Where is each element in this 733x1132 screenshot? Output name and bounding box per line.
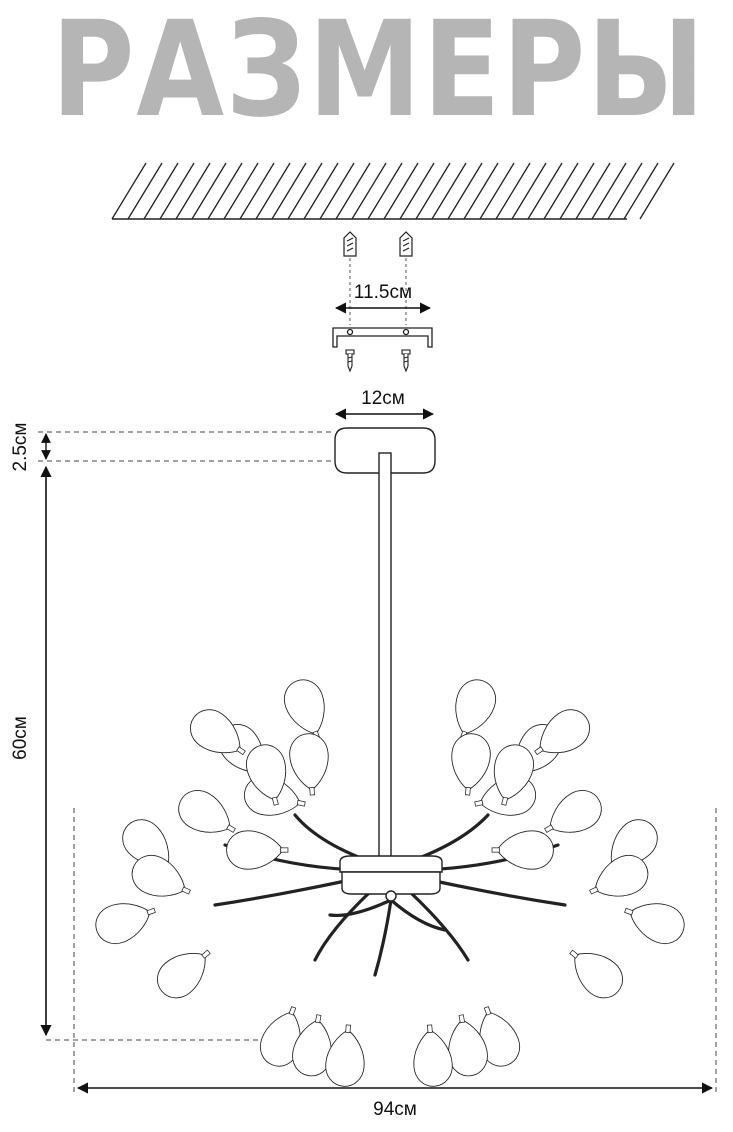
overall-width-label: 94см <box>373 1099 417 1120</box>
canopy <box>334 427 436 474</box>
canopy-diameter-label: 12см <box>361 388 405 409</box>
mounting-screws <box>345 349 411 373</box>
anchor-guides <box>349 258 407 325</box>
suspension-rod <box>378 452 392 874</box>
mounting-bracket <box>332 327 433 348</box>
page-title: РАЗМЕРЫ <box>51 0 707 147</box>
bracket-spacing-label: 11.5см <box>354 282 412 303</box>
central-hub <box>339 855 443 902</box>
ceiling-hatch <box>111 162 675 220</box>
chandelier-body <box>89 673 691 1089</box>
drop-height-label: 60см <box>10 716 31 760</box>
overall-width-dimension <box>73 808 717 1096</box>
wall-anchors <box>343 231 413 257</box>
canopy-height-label: 2.5см <box>10 423 31 472</box>
canopy-height-dimension <box>38 431 335 462</box>
